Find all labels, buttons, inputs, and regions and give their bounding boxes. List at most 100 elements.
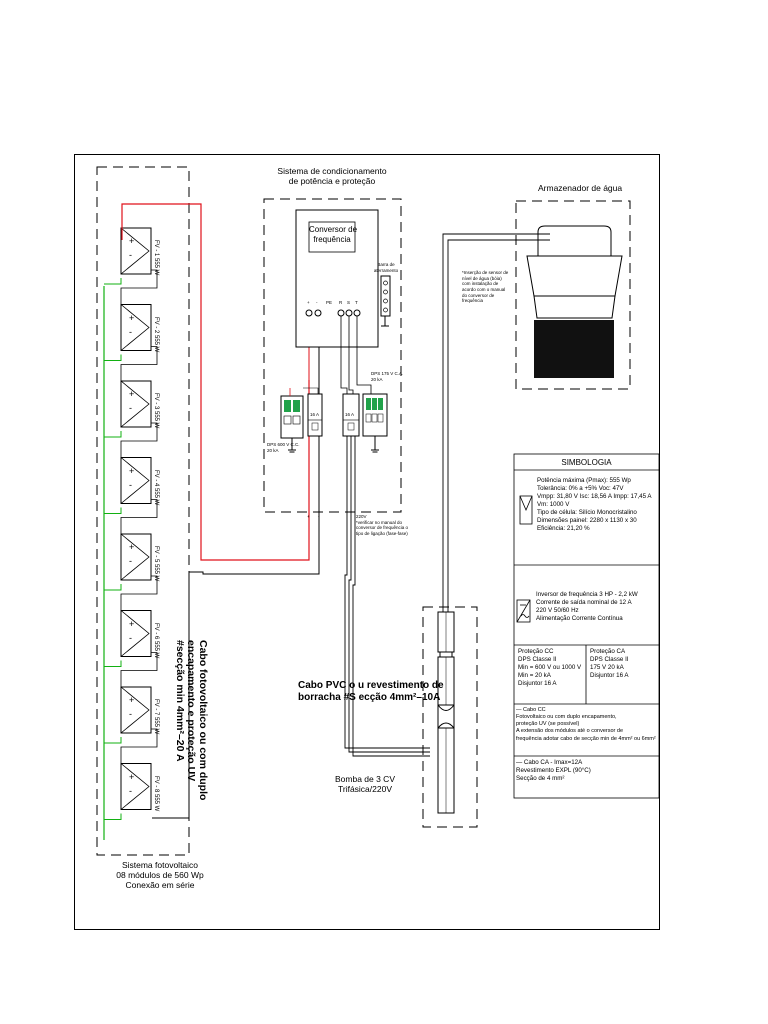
legend-inverter-spec: Inversor de frequência 3 HP - 2,2 kW xyxy=(536,591,638,598)
ac-cable-2 xyxy=(348,436,430,753)
pv-cable-note-line: #secção min 4mm²–20 A xyxy=(173,640,186,762)
pv-module xyxy=(104,533,158,615)
pvc-cable-note-line: borracha #S ecção 4mm²–10A xyxy=(298,692,441,703)
module-rating-label: FV - 4 555 W xyxy=(153,469,159,505)
module-rating-label: FV - 7 555 W xyxy=(153,699,159,735)
legend-module-specs: Potência máxima (Pmax): 555 Wp Tolerânci… xyxy=(537,477,652,533)
legend-protection-cc-line: DPS Classe II xyxy=(518,656,557,664)
pv-cable-note-line: Cabo fotovoltaico ou com duplo xyxy=(197,640,209,801)
terminal-label-plus: + xyxy=(307,300,310,305)
pv-module xyxy=(104,380,158,462)
dps-ca-label-line: DPS 175 V C.A. xyxy=(371,371,404,376)
legend-cable-cc: — Cabo CC Fotovoltaico ou com duplo enca… xyxy=(516,707,656,743)
module-plus-sign: + xyxy=(129,236,135,246)
inverter-label-line: Conversor de xyxy=(309,225,358,234)
pv-system-title: Sistema fotovoltaico 08 módulos de 560 W… xyxy=(100,860,220,891)
sensor-note: *Inserção de sensor de nível de água (bó… xyxy=(462,270,508,304)
legend-module-spec: Eficiência: 21,20 % xyxy=(537,525,590,533)
module-plus-sign: + xyxy=(129,771,135,782)
pvc-cable-note: Cabo PVC o u revestimento de borracha #S… xyxy=(298,680,444,704)
inverter-label-line: frequência xyxy=(313,234,351,244)
dps-cc-device xyxy=(280,395,304,453)
legend-cable-ca-line: — Cabo CA - Imax=12A xyxy=(516,759,583,766)
pv-module xyxy=(104,457,158,538)
legend-cable-ca-line: Revestimento EXPL (90°C) xyxy=(516,767,591,775)
module-plus-sign: + xyxy=(129,312,135,323)
sensor-note-line: do conversor de xyxy=(462,292,495,298)
module-minus-sign: - xyxy=(129,326,132,337)
module-minus-sign: - xyxy=(129,479,132,490)
legend-inverter-spec: Alimentação Corrente Contínua xyxy=(536,615,623,623)
positive-feeder-inner xyxy=(307,342,310,380)
sensor-note-line: com instalação de xyxy=(462,281,499,287)
pv-enclosure xyxy=(96,166,190,856)
legend-module-spec: Vmpp: 31,80 V Isc: 18,56 A Impp: 17,45 A xyxy=(537,493,652,501)
sensor-note-line: frequência xyxy=(462,298,484,304)
storage-title: Armazenador de água xyxy=(538,183,623,193)
module-rating-label: FV - 8 555 W xyxy=(153,775,159,811)
module-minus-sign: - xyxy=(129,403,132,413)
module-rating-label: FV - 5 555 W xyxy=(153,546,159,582)
negative-feeder-wire xyxy=(152,345,320,819)
sensor-note-line: *Inserção de sensor de xyxy=(462,270,509,275)
voltage-note-line: tipo de ligação (fase-fase) xyxy=(356,530,408,536)
module-plus-sign: + xyxy=(129,618,135,629)
water-tank xyxy=(526,225,623,378)
dps-cc-label-line: 20 kA xyxy=(267,447,279,453)
ac-cable-3 xyxy=(352,436,430,757)
legend-cable-ca: — Cabo CA - Imax=12A Revestimento EXPL (… xyxy=(516,759,591,783)
conditioning-title-line: Sistema de condicionamento xyxy=(277,166,387,176)
storage-enclosure xyxy=(515,200,631,390)
module-minus-sign: - xyxy=(129,785,132,796)
conditioning-enclosure xyxy=(263,198,402,513)
pvc-cable-note-line: Cabo PVC o u revestimento de xyxy=(298,680,444,691)
pv-title-line: Conexão em série xyxy=(125,880,195,891)
pv-module xyxy=(104,686,158,768)
legend-inverter-spec: 220 V 50/60 Hz xyxy=(536,607,579,615)
inverter-label: Conversor de frequência xyxy=(309,225,358,244)
module-minus-sign: - xyxy=(129,632,132,643)
legend-cable-cc-line: Fotovoltaico ou com duplo encapamento, xyxy=(516,714,617,721)
pump-label-line: Trifásica/220V xyxy=(337,784,392,795)
legend-cable-cc-line: A extensão dos módulos até o conversor d… xyxy=(516,728,624,735)
pv-title-line: Sistema fotovoltaico xyxy=(121,860,199,870)
pv-cable-note: Cabo fotovoltaico ou com duplo encapamen… xyxy=(173,640,209,801)
pump-label: Bomba de 3 CV Trifásica/220V xyxy=(330,774,400,794)
pv-module xyxy=(104,304,158,385)
terminal-label-minus: - xyxy=(316,300,318,305)
module-minus-sign: - xyxy=(129,250,132,260)
breaker-cc-label: 16 A xyxy=(310,412,320,417)
pv-cable-note-line: encapamento e proteção UV xyxy=(185,640,198,782)
legend-cable-cc-line: frequência adotar cabo de secção min de … xyxy=(516,735,656,742)
legend-protection-cc-line: Min = 20 kA xyxy=(518,672,551,680)
pump-body xyxy=(437,611,455,814)
sensor-note-line: acordo com o manual xyxy=(462,286,506,292)
legend-protection-cc: Proteção CC DPS Classe II Min = 600 V ou… xyxy=(518,648,581,688)
terminal-label-r: R xyxy=(339,300,343,305)
legend-module-spec: Vm: 1000 V xyxy=(537,501,570,509)
legend-module-spec: Dimensões painel: 2280 x 1130 x 30 xyxy=(537,517,637,525)
pv-modules-group xyxy=(104,227,158,820)
pv-module xyxy=(104,610,158,691)
dps-ca-label: DPS 175 V C.A. 20 kA xyxy=(371,371,403,382)
ac-cable-1 xyxy=(344,436,430,749)
module-rating-label: FV - 6 555 W xyxy=(153,622,159,658)
terminal-label-t: T xyxy=(355,300,358,305)
voltage-note-line: 220V xyxy=(356,514,367,519)
dps-cc-label: DPS 600 V C.C. 20 kA xyxy=(267,442,300,453)
pump-label-line: Bomba de 3 CV xyxy=(334,774,395,784)
module-plus-sign: + xyxy=(129,465,135,476)
legend-protection-ca: Proteção CA DPS Classe II 175 V 20 kA Di… xyxy=(590,648,629,680)
dps-ca-label-line: 20 kA xyxy=(371,376,383,382)
voltage-note-line: *verificar no manual do xyxy=(356,519,403,525)
legend-table xyxy=(513,453,660,799)
bottom-mark-plus: + xyxy=(307,514,310,519)
conditioning-title: Sistema de condicionamento de potência e… xyxy=(272,166,392,186)
dps-ca-device xyxy=(362,393,388,453)
module-plus-sign: + xyxy=(129,389,135,399)
breaker-ca-label: 16 A xyxy=(345,412,355,417)
legend-cable-cc-line: — Cabo CC xyxy=(516,707,546,713)
sensor-note-line: nível de água (bóia) xyxy=(462,275,502,281)
module-plus-sign: + xyxy=(129,542,135,552)
